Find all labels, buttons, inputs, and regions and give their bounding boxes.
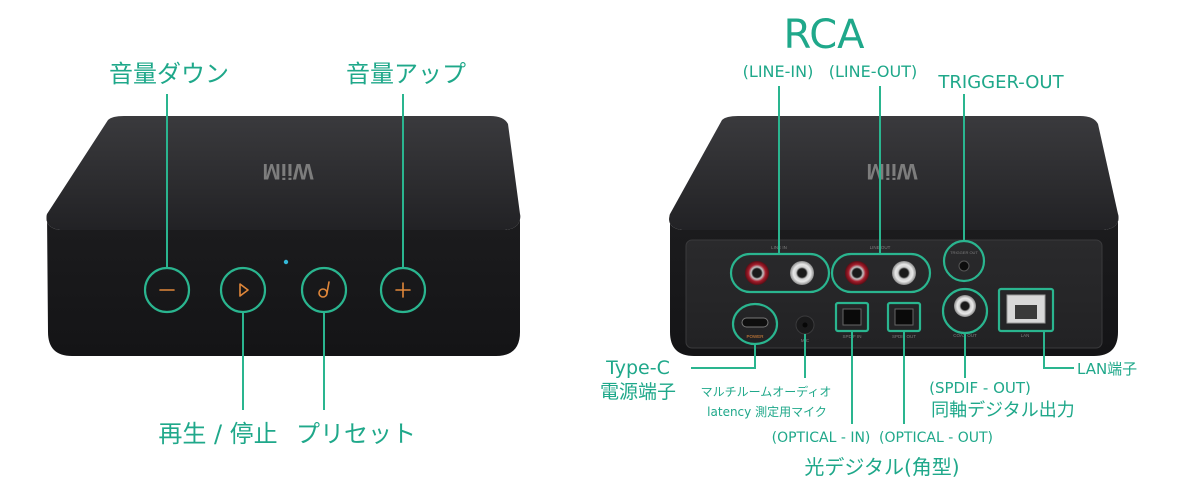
front-device: WiiM [46,94,521,410]
label-type-c: Type-C [605,357,670,379]
back-logo: WiiM [866,159,917,184]
play-icon [239,283,249,297]
label-line-in: (LINE-IN) [743,62,814,81]
rca-jack-white [892,261,916,285]
preset-icon [318,281,330,298]
back-device: WiiM LINE IN LINE OUT TRIGGER OUT POWER [669,86,1119,424]
rca-jack-red [845,261,869,285]
plus-icon [395,282,411,298]
label-mic-line1: マルチルームオーディオ [701,384,832,399]
label-optical-out: (OPTICAL - OUT) [879,430,993,446]
lan-port [997,287,1055,333]
panel-text-power: POWER [746,334,764,339]
label-optical-title: 光デジタル(角型) [804,455,959,479]
label-volume-down: 音量ダウン [109,60,229,88]
mic-port [795,315,815,335]
front-logo: WiiM [262,159,313,184]
label-coax-title: 同軸デジタル出力 [931,400,1075,421]
rca-jack-red [745,261,769,285]
leader-type-c [691,344,756,369]
label-line-out: (LINE-OUT) [829,62,918,81]
leader-lan [1043,331,1074,369]
label-play-pause: 再生 / 停止 [158,420,277,448]
label-volume-up: 音量アップ [346,60,466,88]
label-mic-line2: latency 測定用マイク [707,404,827,419]
label-lan: LAN端子 [1077,360,1137,378]
panel-text-trigger: TRIGGER OUT [950,250,978,255]
front-device-body [46,214,521,356]
label-optical-in: (OPTICAL - IN) [772,430,871,446]
label-power-port: 電源端子 [600,381,676,403]
label-preset: プリセット [296,420,416,448]
label-spdif-out: (SPDIF - OUT) [929,379,1031,397]
label-trigger-out: TRIGGER-OUT [937,72,1064,93]
status-led [283,259,289,265]
back-device-top [669,116,1119,230]
front-device-top [46,116,521,230]
label-rca: RCA [783,12,865,58]
rca-line-out [830,252,932,294]
rca-jack-white [790,261,814,285]
panel-text-lan: LAN [1021,333,1030,338]
